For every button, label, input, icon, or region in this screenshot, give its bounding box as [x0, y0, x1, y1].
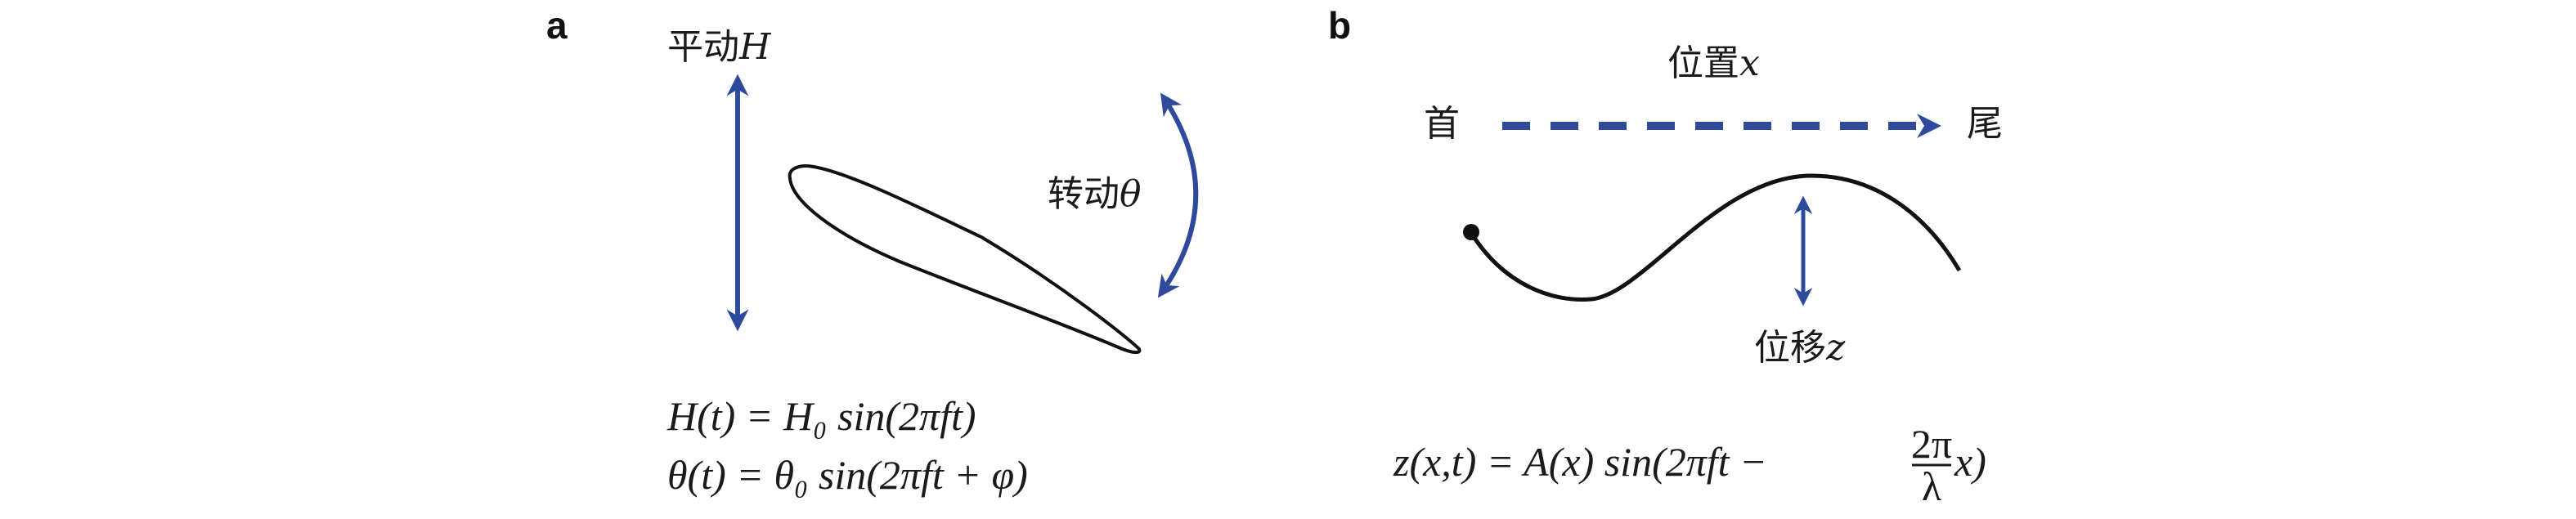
- pitch-label: 转动θ: [1048, 173, 1142, 215]
- wave-equation-prefix: z(x,t) = A(x) sin(2πft −: [1393, 439, 1767, 485]
- panel-b-label: b: [1328, 4, 1351, 47]
- heave-label: 平动H: [667, 26, 772, 68]
- tail-label: 尾: [1967, 103, 2003, 145]
- wave-equation-suffix: x): [1954, 439, 1986, 485]
- airfoil-shape: [788, 164, 1142, 355]
- displacement-label: 位移z: [1754, 327, 1846, 369]
- wave-equation-numerator: 2π: [1911, 421, 1952, 467]
- panel-a: a 平动H 转动θ H(t) = H₀ sin(2πft) θ(t) = θ₀ …: [546, 4, 1199, 498]
- head-dot: [1463, 224, 1479, 240]
- head-label: 首: [1424, 103, 1460, 145]
- wave-equation-denominator: λ: [1922, 463, 1941, 509]
- panel-b: b 位置x 首 尾 位移z z(x,t) = A(x) sin(2πft − 2…: [1328, 4, 2003, 509]
- wave-equation: z(x,t) = A(x) sin(2πft − 2π λ x): [1393, 421, 1986, 509]
- pitch-equation: θ(t) = θ₀ sin(2πft + φ): [667, 452, 1028, 498]
- pitch-arrow-icon: [1157, 92, 1199, 298]
- body-wave-curve: [1469, 173, 1962, 302]
- panel-a-label: a: [546, 4, 568, 47]
- position-label: 位置x: [1667, 43, 1760, 84]
- heave-equation: H(t) = H₀ sin(2πft): [666, 393, 976, 439]
